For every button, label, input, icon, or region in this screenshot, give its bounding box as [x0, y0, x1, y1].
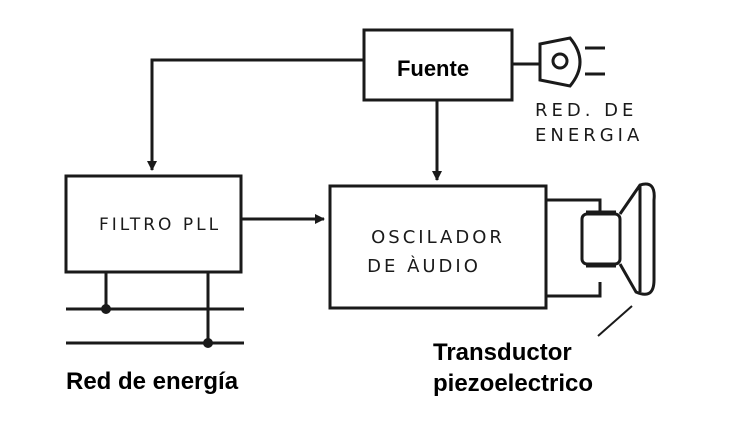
red-de-energia-label: Red de energía	[66, 368, 239, 395]
bus-junction-dot	[203, 338, 213, 348]
power-plug-icon	[512, 36, 605, 88]
oscilador-label-line1: OSCILADOR	[371, 227, 505, 248]
oscilador-block	[328, 184, 548, 310]
piezo-transducer-icon	[580, 182, 656, 296]
energy-bus-lines	[66, 272, 244, 345]
fuente-to-filtro-connector	[147, 58, 364, 171]
transductor-label-line2: piezoelectrico	[433, 370, 593, 397]
fuente-label: Fuente	[397, 56, 469, 81]
oscilador-label-line2: DE ÀUDIO	[367, 255, 481, 277]
filtro-pll-block	[64, 174, 243, 274]
transductor-label-line1: Transductor	[433, 339, 572, 366]
bus-junction-dot	[101, 304, 111, 314]
plug-network-label-line1: RED. DE	[535, 100, 637, 121]
plug-network-label-line2: ENERGIA	[535, 125, 643, 146]
speaker-wires	[546, 198, 602, 298]
transductor-pointer-line	[597, 305, 633, 337]
filtro-pll-label: FILTRO PLL	[99, 215, 221, 235]
